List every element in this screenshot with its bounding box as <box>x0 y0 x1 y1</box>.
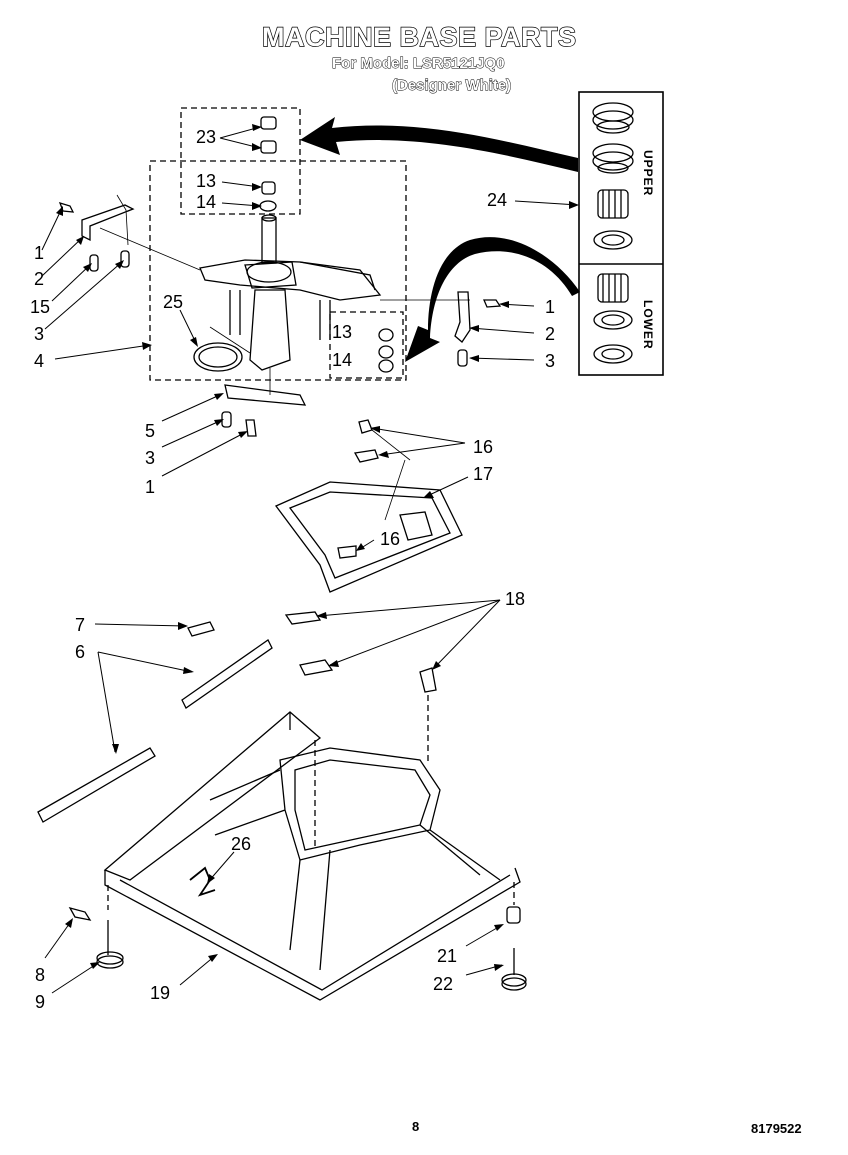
callout-22: 22 <box>433 974 454 994</box>
lower-kit-parts <box>593 273 633 364</box>
bearing-stack-upper <box>259 116 277 212</box>
callout-1: 1 <box>34 243 45 263</box>
document-number: 8179522 <box>751 1121 802 1136</box>
bearing-stack-lower <box>378 328 394 373</box>
dashed-group-boxes <box>149 107 407 381</box>
callout-5: 5 <box>145 421 156 441</box>
upper-kit-parts <box>592 102 634 250</box>
callout-25: 25 <box>163 292 184 312</box>
callout-13: 13 <box>196 171 217 191</box>
callout-1-right: 1 <box>545 297 556 317</box>
callout-15: 15 <box>30 297 51 317</box>
gearcase-assembly <box>199 214 382 371</box>
cabinet-base-frame <box>103 711 521 1001</box>
rails-and-clips <box>37 611 437 823</box>
leveling-feet <box>68 882 527 991</box>
callout-26: 26 <box>231 834 252 854</box>
callout-1-lower: 1 <box>145 477 156 497</box>
callout-3-lower: 3 <box>145 448 156 468</box>
callout-arrowheads <box>56 124 579 971</box>
callout-14: 14 <box>196 192 217 212</box>
page-number: 8 <box>412 1119 420 1134</box>
model-number: For Model: LSR5121JQ0 <box>332 55 505 73</box>
page-title: MACHINE BASE PARTS <box>261 21 577 52</box>
model-color: (Designer White) <box>392 77 512 95</box>
kit-pointer-arrows <box>300 117 580 362</box>
lower-bracket-hardware <box>221 368 307 437</box>
callout-14-lower: 14 <box>332 350 353 370</box>
callout-4: 4 <box>34 351 45 371</box>
callout-leader-lines <box>41 126 579 994</box>
lower-kit-label: LOWER <box>641 300 655 350</box>
callout-24: 24 <box>487 190 508 210</box>
callout-21: 21 <box>437 946 458 966</box>
kit-box-frame <box>578 91 664 376</box>
callout-2: 2 <box>34 269 45 289</box>
callout-16: 16 <box>473 437 494 457</box>
callout-17: 17 <box>473 464 494 484</box>
callout-8: 8 <box>35 965 46 985</box>
callout-13-lower: 13 <box>332 322 353 342</box>
callout-3-right: 3 <box>545 351 556 371</box>
callout-9: 9 <box>35 992 46 1012</box>
seal-ring <box>193 326 251 372</box>
callout-18: 18 <box>505 589 526 609</box>
callout-7: 7 <box>75 615 86 635</box>
callout-3: 3 <box>34 324 45 344</box>
suspension-frame <box>274 419 463 593</box>
left-bracket-hardware <box>58 194 201 272</box>
upper-kit-label: UPPER <box>641 150 655 197</box>
callout-19: 19 <box>150 983 171 1003</box>
callout-16-frame: 16 <box>380 529 401 549</box>
right-bracket-hardware <box>380 291 502 367</box>
callout-2-right: 2 <box>545 324 556 344</box>
callout-6: 6 <box>75 642 86 662</box>
callout-23: 23 <box>196 127 217 147</box>
